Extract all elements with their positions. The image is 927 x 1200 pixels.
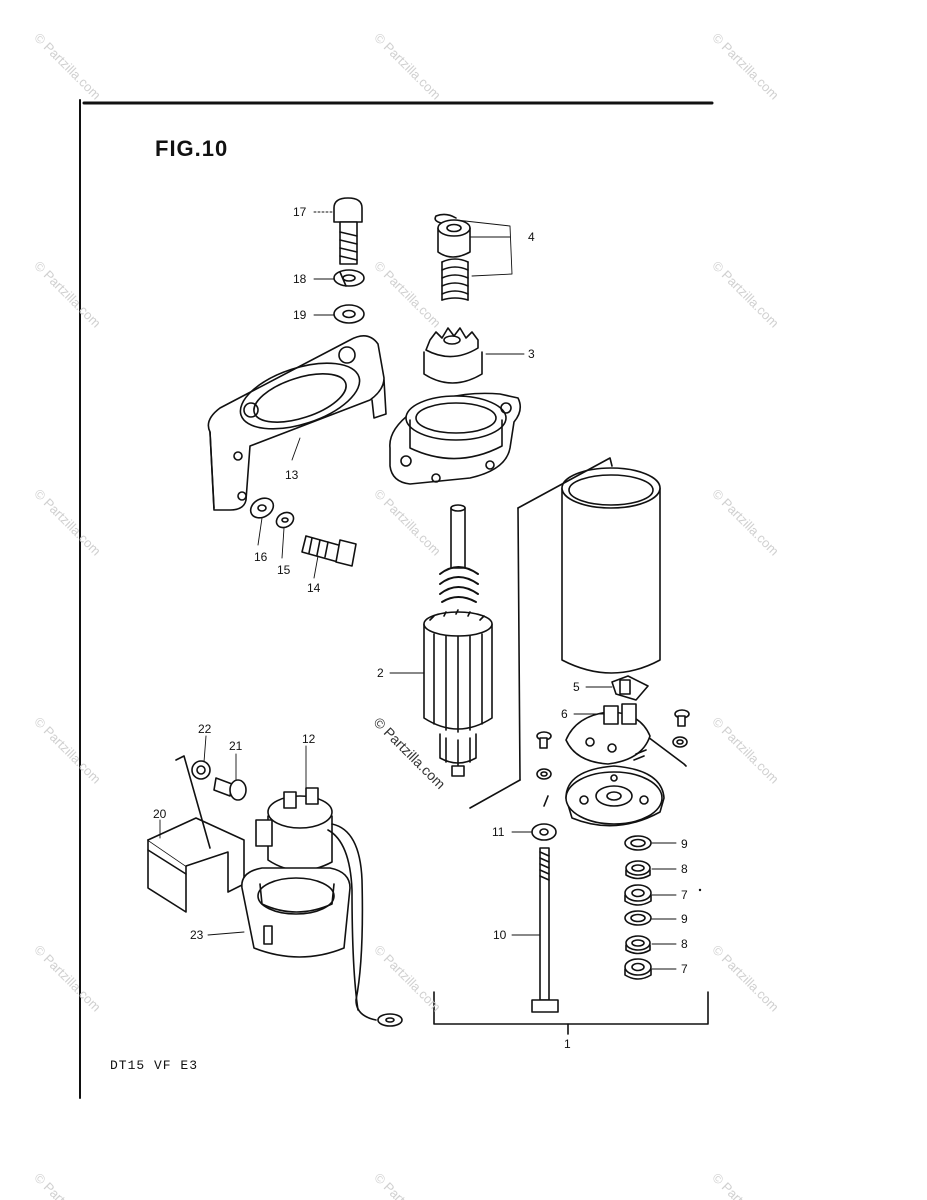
callout-23: 23 bbox=[190, 928, 204, 942]
yoke-kit-bracket bbox=[517, 457, 613, 509]
lock-washer-15 bbox=[275, 511, 295, 529]
end-cover bbox=[565, 765, 665, 827]
washer-11 bbox=[531, 823, 557, 841]
case-23 bbox=[241, 867, 351, 958]
washer-22 bbox=[191, 760, 211, 780]
cover-20 bbox=[147, 755, 245, 913]
callout-22: 22 bbox=[198, 722, 212, 736]
callout-13: 13 bbox=[285, 468, 299, 482]
drive-pinion-3 bbox=[423, 327, 483, 384]
starter-bracket-13 bbox=[207, 335, 387, 511]
callout-17: 17 bbox=[293, 205, 307, 219]
callout-8: 8 bbox=[681, 862, 688, 876]
callout-9: 9 bbox=[681, 837, 688, 851]
callout-7: 7 bbox=[681, 888, 688, 902]
callout-12: 12 bbox=[302, 732, 316, 746]
yoke-tube bbox=[561, 467, 661, 674]
brush-5 bbox=[611, 675, 649, 701]
stop-ring-kit-4 bbox=[434, 213, 471, 301]
bolt-17 bbox=[333, 197, 363, 265]
washer-stack bbox=[624, 835, 652, 980]
screw-21 bbox=[213, 777, 247, 801]
assembly-bracket-1 bbox=[433, 991, 709, 1025]
callout-4: 4 bbox=[528, 230, 535, 244]
callout-11: 11 bbox=[492, 825, 505, 839]
armature-2 bbox=[423, 504, 493, 777]
solenoid-switch-12 bbox=[255, 787, 403, 1027]
brush-holder-6 bbox=[565, 703, 651, 765]
screw-small-left bbox=[536, 731, 552, 780]
callout-3: 3 bbox=[528, 347, 535, 361]
through-bolt-10 bbox=[531, 847, 559, 1013]
callout-20: 20 bbox=[153, 807, 167, 821]
drive-housing bbox=[389, 392, 522, 485]
bolt-14 bbox=[301, 535, 357, 567]
screw-small-right bbox=[672, 709, 690, 748]
callout-7: 7 bbox=[681, 962, 688, 976]
figure-title: FIG.10 bbox=[155, 136, 229, 161]
washer-19 bbox=[333, 304, 365, 324]
callout-9: 9 bbox=[681, 912, 688, 926]
callout-21: 21 bbox=[229, 739, 243, 753]
callout-8: 8 bbox=[681, 937, 688, 951]
leader-lines bbox=[159, 211, 677, 970]
washer-16 bbox=[249, 497, 275, 519]
callout-19: 19 bbox=[293, 308, 307, 322]
callout-14: 14 bbox=[307, 581, 321, 595]
callout-15: 15 bbox=[277, 563, 291, 577]
callout-6: 6 bbox=[561, 707, 568, 721]
callout-1: 1 bbox=[564, 1037, 571, 1051]
model-code: DT15 VF E3 bbox=[110, 1058, 199, 1073]
callout-16: 16 bbox=[254, 550, 268, 564]
callout-10: 10 bbox=[493, 928, 507, 942]
lock-washer-18 bbox=[333, 269, 365, 287]
callout-2: 2 bbox=[377, 666, 384, 680]
callout-5: 5 bbox=[573, 680, 580, 694]
callout-18: 18 bbox=[293, 272, 307, 286]
